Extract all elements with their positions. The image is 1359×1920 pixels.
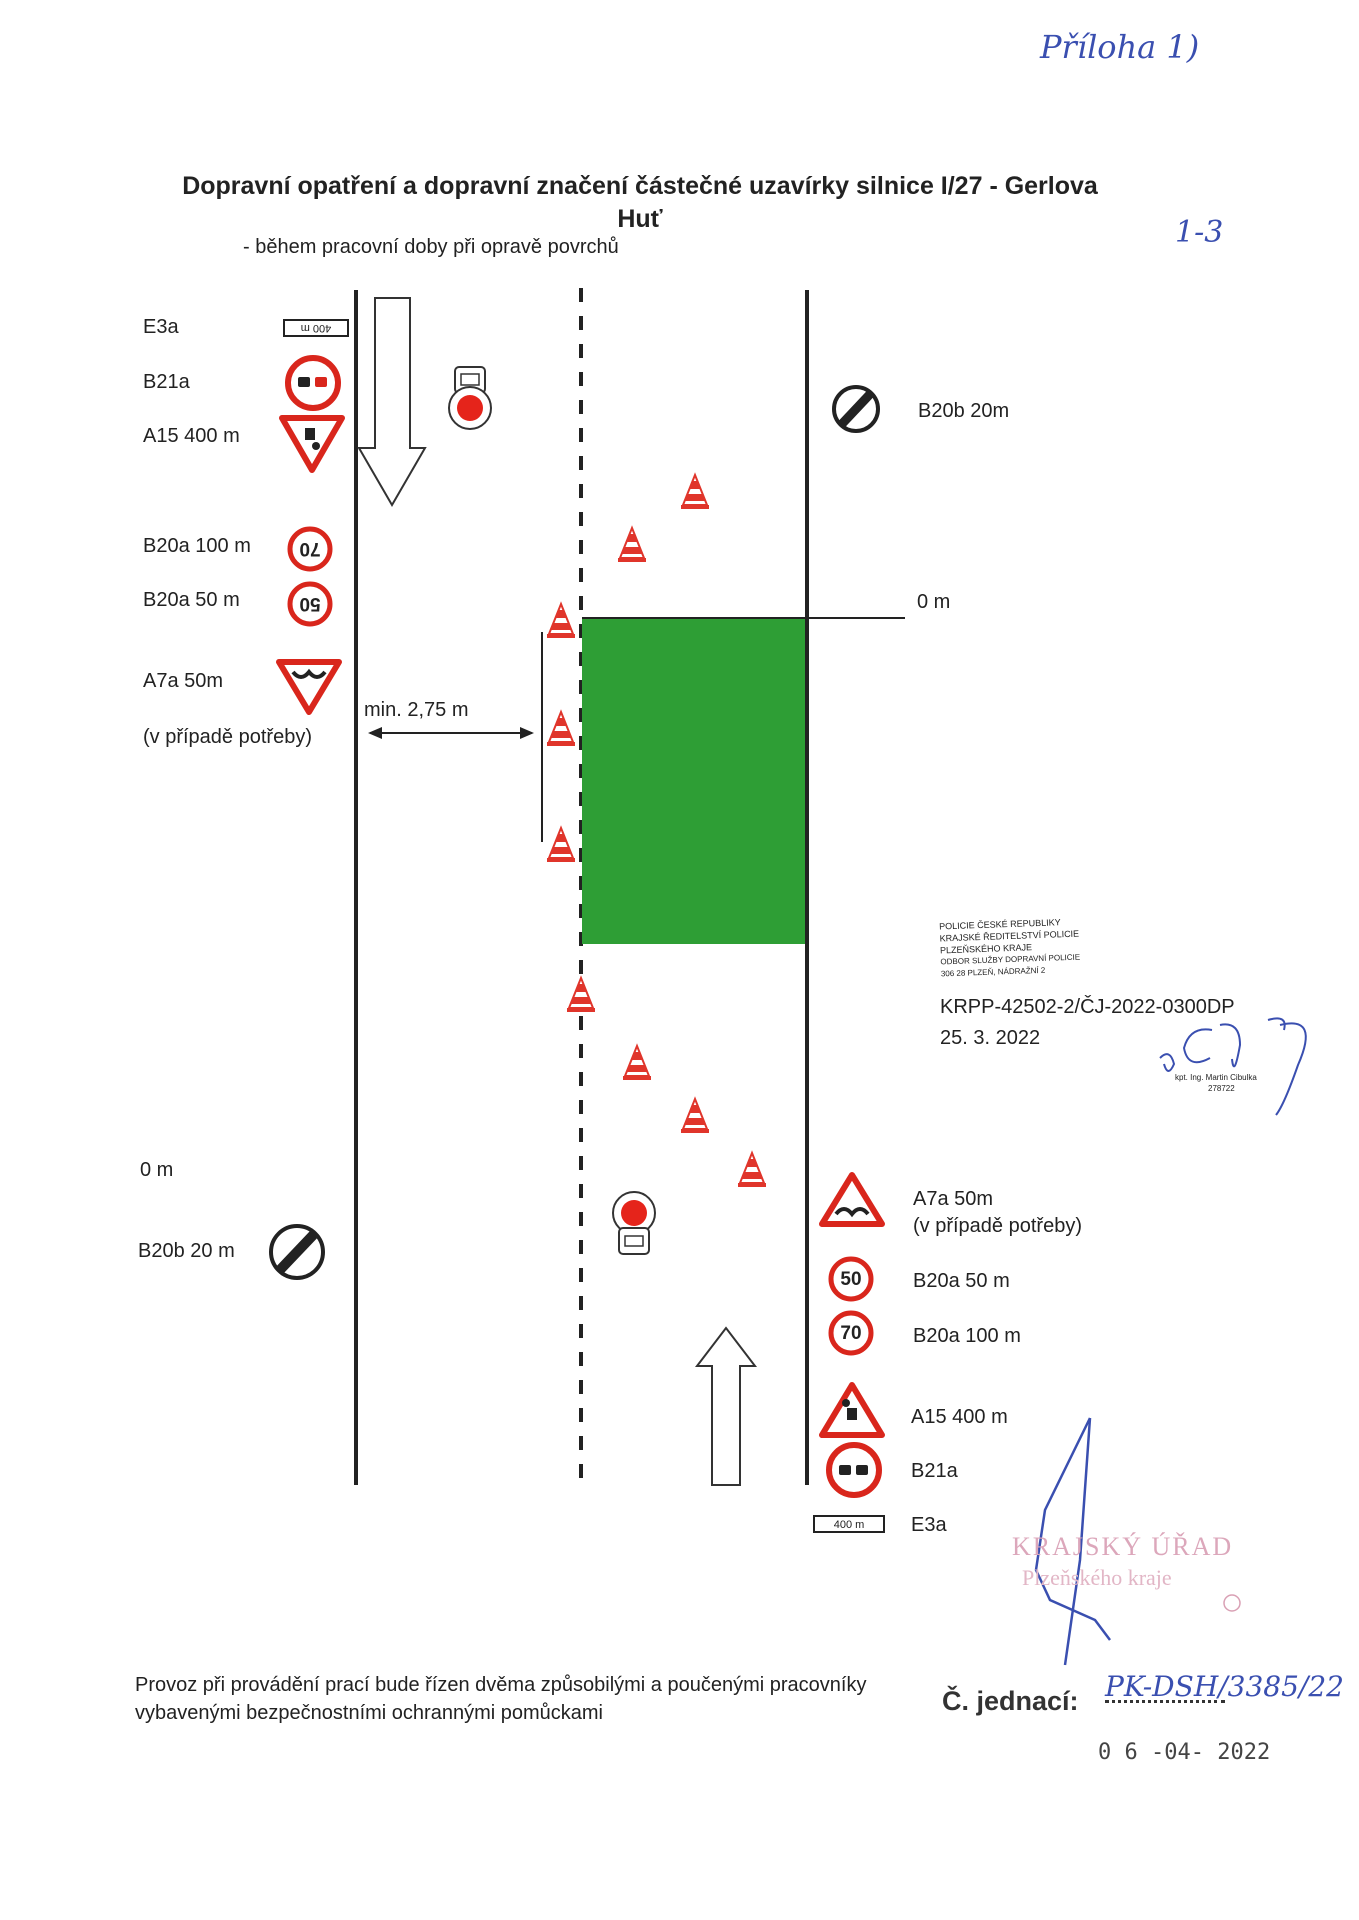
footer-note-line1: Provoz při provádění prací bude řízen dv… bbox=[135, 1674, 867, 1696]
label-a7a-right: A7a 50m bbox=[913, 1188, 994, 1210]
label-b20b-left: B20b 20 m bbox=[138, 1240, 235, 1262]
document-title-line1: Dopravní opatření a dopravní značení čás… bbox=[182, 172, 1098, 200]
handwritten-page-mark: 1-3 bbox=[1175, 215, 1224, 250]
speed-limit-70-sign-icon-right: 70 bbox=[828, 1310, 874, 1356]
reference-label: Č. jednací: bbox=[942, 1686, 1079, 1716]
end-speed-limit-sign-icon-right bbox=[832, 385, 880, 433]
label-b20b-right: B20b 20m bbox=[918, 400, 1010, 422]
speed-limit-50-text-left: 50 bbox=[299, 593, 320, 614]
width-dimension-arrow bbox=[368, 727, 534, 739]
label-e3a-right: E3a bbox=[911, 1514, 947, 1536]
end-speed-limit-sign-icon-left bbox=[269, 1224, 325, 1280]
label-a7a-left: A7a 50m bbox=[143, 670, 224, 692]
speed-limit-70-sign-icon-left: 70 bbox=[287, 526, 333, 572]
police-stamp: POLICIE ČESKÉ REPUBLIKY KRAJSKÉ ŘEDITELS… bbox=[939, 916, 1081, 981]
speed-limit-70-text-right: 70 bbox=[840, 1323, 861, 1344]
no-overtaking-sign-icon-left bbox=[285, 355, 341, 411]
traffic-cone-icon bbox=[618, 525, 646, 562]
speed-limit-70-text-left: 70 bbox=[299, 538, 320, 559]
handwritten-annex-note: Příloha 1) bbox=[1040, 28, 1200, 66]
stop-paddle-icon-bottom bbox=[612, 1191, 656, 1255]
label-b21a-left: B21a bbox=[143, 371, 190, 393]
label-b20a-100-left: B20a 100 m bbox=[143, 535, 251, 557]
work-zone bbox=[582, 618, 805, 944]
width-dimension-label: min. 2,75 m bbox=[364, 699, 469, 721]
reference-dots bbox=[1105, 1700, 1225, 1703]
police-signature bbox=[1159, 1017, 1307, 1116]
label-a15-left: A15 400 m bbox=[143, 425, 240, 447]
date-stamp: 0 6 -04- 2022 bbox=[1098, 1740, 1271, 1765]
footer-note-line2: vybavenými bezpečnostními ochrannými pom… bbox=[135, 1702, 603, 1724]
label-e3a-left: E3a bbox=[143, 316, 179, 338]
stop-paddle-icon-top bbox=[448, 366, 492, 430]
office-stamp-line1: KRAJSKÝ ÚŘAD bbox=[1012, 1532, 1234, 1561]
label-a15-right: A15 400 m bbox=[911, 1406, 1008, 1428]
office-signature bbox=[1034, 1417, 1111, 1666]
label-b20a-50-left: B20a 50 m bbox=[143, 589, 240, 611]
document-subtitle: - během pracovní doby při opravě povrchů bbox=[243, 236, 619, 258]
office-stamp bbox=[1223, 1594, 1241, 1612]
e3a-plate-text-right: 400 m bbox=[834, 1519, 865, 1531]
police-approval-date: 25. 3. 2022 bbox=[940, 1027, 1041, 1049]
no-overtaking-sign-icon-right bbox=[826, 1442, 882, 1498]
office-stamp-line2: Plzeňského kraje bbox=[1022, 1565, 1172, 1590]
police-reference-number: KRPP-42502-2/ČJ-2022-0300DP bbox=[940, 996, 1235, 1018]
e3a-plate-icon-right: 400 m bbox=[813, 1515, 885, 1533]
police-officer-name: kpt. Ing. Martin Cibulka bbox=[1175, 1073, 1257, 1082]
label-b21a-right: B21a bbox=[911, 1460, 958, 1482]
e3a-plate-text-left: 400 m bbox=[301, 322, 332, 334]
speed-limit-50-text-right: 50 bbox=[840, 1269, 861, 1290]
uneven-road-sign-icon-left bbox=[276, 659, 342, 715]
traffic-cone-icon bbox=[547, 825, 575, 862]
e3a-plate-icon-left: 400 m bbox=[283, 319, 349, 337]
police-officer-id: 278722 bbox=[1208, 1084, 1235, 1093]
roadworks-warning-sign-icon-left bbox=[279, 415, 345, 473]
traffic-cone-icon bbox=[567, 975, 595, 1012]
traffic-cone-icon bbox=[681, 472, 709, 509]
traffic-cone-icon bbox=[681, 1096, 709, 1133]
document-title-line2: Huť bbox=[617, 205, 663, 233]
direction-arrow-up bbox=[694, 1326, 758, 1486]
traffic-cone-icon bbox=[623, 1043, 651, 1080]
label-b20a-100-right: B20a 100 m bbox=[913, 1325, 1021, 1347]
speed-limit-50-sign-icon-left: 50 bbox=[287, 581, 333, 627]
traffic-cone-icon bbox=[547, 601, 575, 638]
traffic-cone-icon bbox=[738, 1150, 766, 1187]
traffic-cone-icon bbox=[547, 709, 575, 746]
reference-value: PK-DSH/3385/22 bbox=[1105, 1670, 1344, 1703]
label-b20a-50-right: B20a 50 m bbox=[913, 1270, 1010, 1292]
speed-limit-50-sign-icon-right: 50 bbox=[828, 1256, 874, 1302]
label-zero-left: 0 m bbox=[140, 1159, 174, 1181]
label-if-needed-left: (v případě potřeby) bbox=[143, 726, 312, 748]
label-zero-right: 0 m bbox=[917, 591, 951, 613]
direction-arrow-down bbox=[357, 297, 427, 507]
uneven-road-sign-icon-right bbox=[819, 1172, 885, 1227]
roadworks-warning-sign-icon-right bbox=[819, 1382, 885, 1438]
label-if-needed-right: (v případě potřeby) bbox=[913, 1215, 1082, 1237]
